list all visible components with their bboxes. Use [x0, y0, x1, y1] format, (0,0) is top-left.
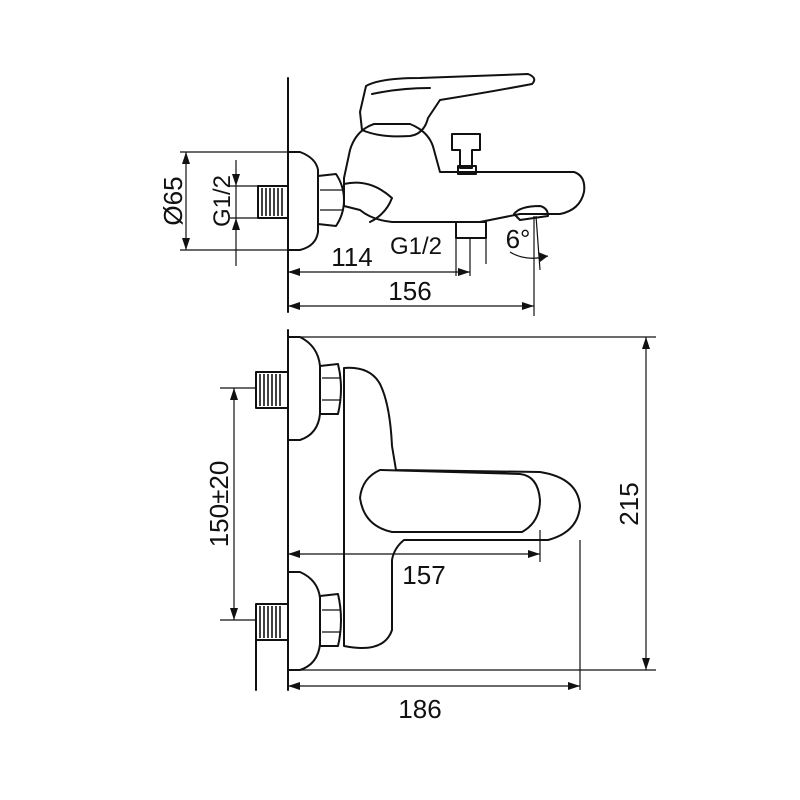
hex-nut-side: [317, 173, 345, 227]
lever-handle-front: [359, 469, 541, 533]
lower-thread-lines: [259, 606, 281, 638]
dim-label-connection-thread: G1/2: [209, 175, 236, 227]
upper-thread-lines: [259, 374, 281, 406]
side-view: Ø65 G1/2 114 G1/2 6° 156: [158, 73, 586, 316]
dim-label-186: 186: [398, 694, 441, 724]
front-view: 150±20 157 186 215: [204, 329, 656, 724]
threaded-connector-side: [257, 185, 289, 219]
lower-flange-front: [287, 571, 321, 671]
dim-label-156: 156: [388, 276, 431, 306]
spout-connector-side: [455, 221, 487, 239]
wall-flange-side: [287, 151, 319, 251]
lever-handle-side: [359, 73, 536, 138]
dim-label-height: 215: [614, 482, 644, 525]
dim-label-angle: 6°: [506, 224, 531, 254]
upper-thread-front: [255, 371, 289, 409]
dim-label-spout-thread: G1/2: [390, 233, 442, 260]
lower-thread-front: [255, 603, 289, 641]
thread-lines-side: [261, 188, 283, 216]
upper-nut-front: [319, 363, 342, 415]
aerator-side: [513, 205, 549, 221]
dim-label-114: 114: [331, 242, 372, 272]
dim-label-157: 157: [402, 560, 445, 590]
dim-label-center-distance: 150±20: [204, 461, 234, 548]
dim-label-diameter: Ø65: [158, 176, 188, 225]
faucet-body-side: [343, 123, 586, 223]
upper-flange-front: [287, 336, 321, 441]
faucet-body-front: [343, 366, 581, 649]
diverter-knob-side: [451, 133, 481, 169]
lower-nut-front: [319, 593, 342, 647]
